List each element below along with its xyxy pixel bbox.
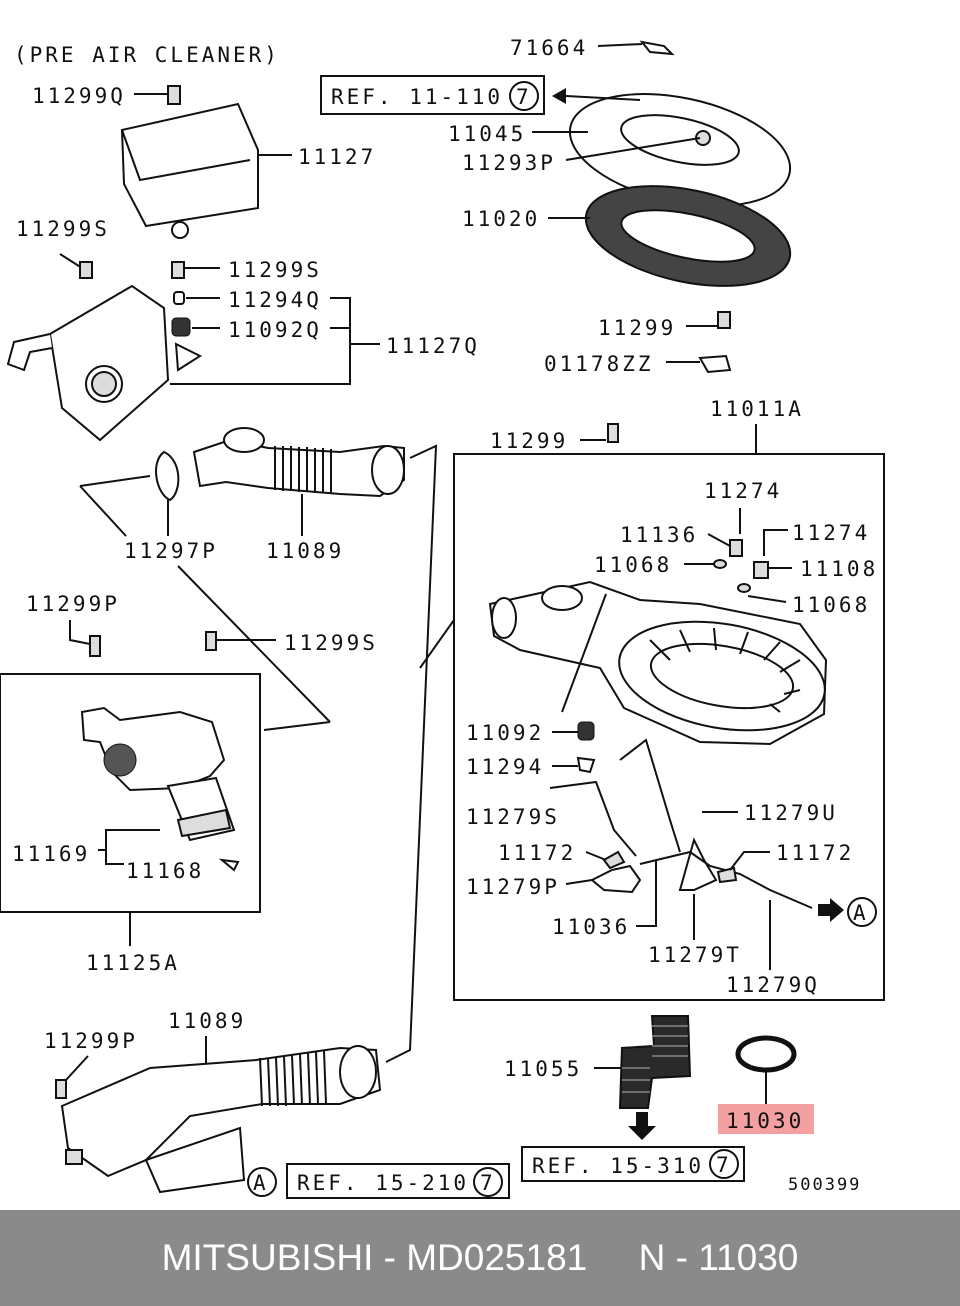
label-01178ZZ: 01178ZZ bbox=[544, 352, 654, 376]
label-11279S: 11279S bbox=[466, 805, 560, 829]
label-11169: 11169 bbox=[12, 842, 90, 866]
intake-hose-11089-upper bbox=[192, 427, 405, 498]
label-11136: 11136 bbox=[620, 523, 698, 547]
label-11274-a: 11274 bbox=[704, 479, 782, 503]
box-11011A bbox=[453, 453, 885, 1001]
box-11125A bbox=[0, 673, 261, 913]
label-11020: 11020 bbox=[462, 207, 540, 231]
label-11299S-b: 11299S bbox=[228, 258, 322, 282]
footer-bar: MITSUBISHI - MD025181 N - 11030 bbox=[0, 1210, 960, 1306]
diagram-header: (PRE AIR CLEANER) bbox=[14, 43, 280, 67]
label-11299P-a: 11299P bbox=[26, 592, 120, 616]
pre-air-cleaner-cover-11127 bbox=[120, 102, 259, 239]
label-11172-a: 11172 bbox=[498, 841, 576, 865]
label-11011A: 11011A bbox=[710, 397, 804, 421]
breather-hoses bbox=[549, 738, 813, 909]
pre-air-cleaner-body bbox=[6, 284, 203, 442]
ref-top-circle: 7 bbox=[516, 85, 532, 109]
washer-11294 bbox=[576, 756, 596, 774]
label-11092: 11092 bbox=[466, 721, 544, 745]
clip-71664 bbox=[639, 40, 675, 56]
hose-11055 bbox=[618, 1015, 692, 1109]
ref-box-bottom-right: REF. 15-310 7 bbox=[521, 1146, 745, 1182]
clamp-01178ZZ bbox=[698, 354, 732, 374]
label-11293P: 11293P bbox=[462, 151, 556, 175]
label-11172-b: 11172 bbox=[776, 841, 854, 865]
ref-bottom-right-circle: 7 bbox=[716, 1153, 732, 1177]
drawing-number: 500399 bbox=[788, 1175, 861, 1195]
bolt-11299-a bbox=[717, 311, 731, 329]
ring-11030 bbox=[735, 1035, 797, 1073]
intake-hose-11089-lower bbox=[60, 1045, 382, 1194]
label-11108: 11108 bbox=[800, 557, 878, 581]
bolt-11136 bbox=[729, 539, 743, 557]
ref-bottom-right-text: REF. 15-310 bbox=[532, 1154, 704, 1178]
label-11055: 11055 bbox=[504, 1057, 582, 1081]
ref-bottom-left-circle: 7 bbox=[480, 1171, 496, 1195]
arrow-down-icon bbox=[628, 1112, 656, 1140]
label-11279P: 11279P bbox=[466, 875, 560, 899]
label-11297P: 11297P bbox=[124, 539, 218, 563]
label-11089-a: 11089 bbox=[266, 539, 344, 563]
bolt-11299P-a bbox=[89, 635, 101, 657]
connector-A-left-text: A bbox=[253, 1171, 269, 1195]
label-11092Q: 11092Q bbox=[228, 318, 322, 342]
connector-A-right-text: A bbox=[853, 901, 869, 925]
air-cleaner-cover-11045 bbox=[568, 93, 792, 207]
connector-A-left: A bbox=[247, 1167, 277, 1197]
label-11127Q: 11127Q bbox=[386, 334, 480, 358]
label-11279Q: 11279Q bbox=[726, 973, 820, 997]
label-11127: 11127 bbox=[298, 145, 376, 169]
label-11068-b: 11068 bbox=[792, 593, 870, 617]
grommet-11092Q bbox=[171, 317, 191, 337]
label-71664: 71664 bbox=[510, 36, 588, 60]
washer-11068-b bbox=[737, 583, 751, 593]
bolt-11299Q bbox=[167, 85, 181, 105]
arrow-left-icon bbox=[552, 88, 566, 104]
label-11089-b: 11089 bbox=[168, 1009, 246, 1033]
highlight-11030 bbox=[718, 1104, 814, 1134]
air-filter-element-11020 bbox=[584, 185, 792, 287]
label-11274-b: 11274 bbox=[792, 521, 870, 545]
label-11299P-b: 11299P bbox=[44, 1029, 138, 1053]
label-11294Q: 11294Q bbox=[228, 288, 322, 312]
label-11036: 11036 bbox=[552, 915, 630, 939]
label-11168: 11168 bbox=[126, 859, 204, 883]
parts-diagram: (PRE AIR CLEANER) 71664 REF. 11-110 7 11… bbox=[0, 36, 885, 1199]
label-11125A: 11125A bbox=[86, 951, 180, 975]
ref-box-top: REF. 11-110 7 bbox=[320, 75, 545, 115]
bolt-11299S-a bbox=[79, 261, 93, 279]
ref-bottom-left-text: REF. 15-210 bbox=[297, 1171, 469, 1195]
grommet-11092 bbox=[577, 721, 595, 741]
label-11045: 11045 bbox=[448, 122, 526, 146]
ref-top-text: REF. 11-110 bbox=[331, 85, 503, 109]
part-number-caption: MITSUBISHI - MD025181 N - 11030 bbox=[161, 1237, 799, 1278]
bolt-11299P-b bbox=[55, 1079, 67, 1099]
label-11279U: 11279U bbox=[744, 801, 838, 825]
label-11299-b: 11299 bbox=[490, 429, 568, 453]
washer-11068-a bbox=[713, 559, 727, 569]
arrow-right-icon bbox=[818, 898, 844, 922]
label-11279T: 11279T bbox=[648, 943, 742, 967]
ref-box-bottom-left: REF. 15-210 7 bbox=[286, 1163, 510, 1199]
bolt-11299-b bbox=[607, 423, 619, 443]
label-11294: 11294 bbox=[466, 755, 544, 779]
washer-11294Q bbox=[173, 291, 185, 305]
label-11299S-a: 11299S bbox=[16, 217, 110, 241]
bolt-11299S-c bbox=[205, 631, 217, 651]
label-11299-a: 11299 bbox=[598, 316, 676, 340]
label-11299Q: 11299Q bbox=[32, 84, 126, 108]
bolt-11299S-b bbox=[171, 261, 185, 279]
label-11030: 11030 bbox=[726, 1109, 804, 1133]
bolt-11108 bbox=[753, 561, 769, 579]
air-cleaner-case bbox=[488, 580, 828, 746]
label-11068-a: 11068 bbox=[594, 553, 672, 577]
label-11299S-c: 11299S bbox=[284, 631, 378, 655]
connector-A-right: A bbox=[847, 897, 877, 927]
clamp-11297P bbox=[155, 450, 180, 502]
